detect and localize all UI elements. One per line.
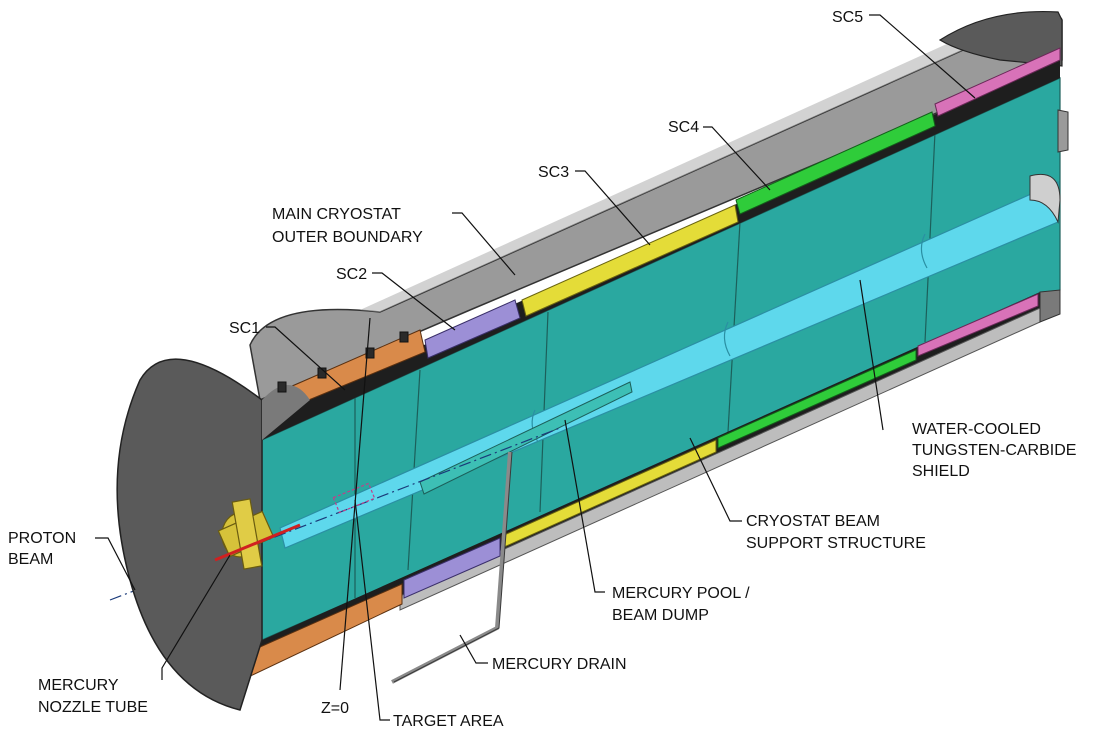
label-sc1: SC1 [229,320,260,337]
cryostat-bottom-lip [1039,289,1061,323]
label-cryostat-support-2: SUPPORT STRUCTURE [746,535,926,552]
sc3-coil-top [521,204,739,317]
sc5-coil-top [934,47,1061,117]
near-end-cap-rim [262,385,310,440]
beam-axis-line [109,427,561,601]
leader-lines [95,14,976,721]
label-sc4: SC4 [668,119,699,136]
sc5-coil-bottom [917,293,1039,357]
label-target-area: TARGET AREA [393,713,504,730]
cryostat-shell-highlight [360,19,1030,313]
far-end-cap [938,10,1063,67]
label-mercury-pool-1: MERCURY POOL / [612,585,750,602]
label-proton-beam-1: PROTON [8,530,76,547]
sc4-coil-bottom [717,349,917,449]
far-bore-opening [1029,174,1061,224]
mercury-pool-slot [419,381,633,495]
label-z0: Z=0 [321,700,349,717]
sc4-coil-top [735,111,936,215]
mercury-nozzle-tube [214,523,301,562]
label-water-cooled-2: TUNGSTEN-CARBIDE [912,442,1076,459]
label-water-cooled-3: SHIELD [912,463,970,480]
label-sc3: SC3 [538,164,569,181]
mercury-drain-pipe [391,451,512,684]
label-mercury-nozzle-2: NOZZLE TUBE [38,699,148,716]
label-mercury-pool-2: BEAM DUMP [612,607,709,624]
sc2-coil-bottom [403,537,501,599]
label-sc2: SC2 [336,266,367,283]
label-main-cryostat-2: OUTER BOUNDARY [272,229,423,246]
label-water-cooled-1: WATER-COOLED [912,421,1041,438]
sc2-coil-top [424,299,521,359]
target-area-box [332,482,376,514]
label-mercury-drain: MERCURY DRAIN [492,656,627,673]
label-main-cryostat-1: MAIN CRYOSTAT [272,206,401,223]
near-end-cap [116,358,263,711]
far-flange [1057,109,1069,153]
label-sc5: SC5 [832,9,863,26]
label-mercury-nozzle-1: MERCURY [38,677,119,694]
label-proton-beam-2: BEAM [8,551,53,568]
label-cryostat-support-1: CRYOSTAT BEAM [746,513,880,530]
mercury-nozzle-assembly [214,498,301,570]
